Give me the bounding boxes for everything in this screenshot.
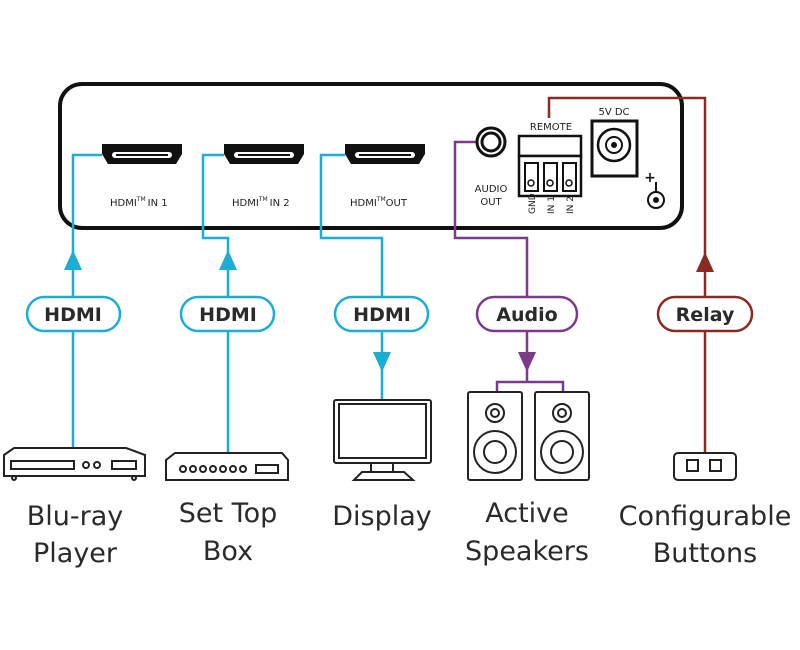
bluray-player-icon xyxy=(3,447,146,481)
hdmi-pill-3: HDMI xyxy=(333,295,430,333)
hdmi-out-port xyxy=(345,144,425,164)
svg-text:HDMI: HDMI xyxy=(199,304,257,326)
hdmi-out-label: HDMITMOUT xyxy=(350,196,408,209)
audio-out-label-2: OUT xyxy=(480,197,502,208)
svg-text:HDMI: HDMI xyxy=(353,304,411,326)
configurable-buttons-icon xyxy=(673,452,737,481)
audio-out-label-1: AUDIO xyxy=(475,184,508,195)
remote-pin-in1: IN 1 xyxy=(547,196,557,214)
audio-out-jack xyxy=(475,126,507,158)
remote-pin-in2: IN 2 xyxy=(566,196,576,214)
power-label: 5V DC xyxy=(598,107,629,118)
speakers-label-1: Active xyxy=(485,498,569,529)
bluray-label-2: Player xyxy=(33,538,118,569)
hdmi-in1-port xyxy=(102,144,182,164)
audio-cable xyxy=(453,140,565,392)
remote-label: REMOTE xyxy=(530,122,572,133)
hdmi-cable-out xyxy=(319,153,391,400)
speakers-icon xyxy=(467,391,590,481)
display-label: Display xyxy=(332,501,432,532)
speakers-label-2: Speakers xyxy=(465,536,589,567)
svg-text:HDMI: HDMI xyxy=(44,304,102,326)
power-jack xyxy=(590,119,639,178)
set-top-box-label-2: Box xyxy=(203,536,253,567)
hdmi-pill-2: HDMI xyxy=(179,295,276,333)
svg-text:Audio: Audio xyxy=(496,304,557,326)
svg-text:Relay: Relay xyxy=(676,304,735,326)
set-top-box-icon xyxy=(165,452,289,481)
remote-pin-gnd: GND xyxy=(528,193,538,214)
display-icon xyxy=(333,399,432,481)
relay-cable xyxy=(547,96,714,455)
remote-terminal-block xyxy=(517,134,583,198)
buttons-label-1: Configurable xyxy=(619,501,792,532)
set-top-box-label-1: Set Top xyxy=(179,498,277,529)
buttons-label-2: Buttons xyxy=(653,538,758,569)
power-polarity-icon xyxy=(647,182,665,209)
relay-pill: Relay xyxy=(656,295,754,333)
power-polarity-plus: + xyxy=(644,170,656,186)
bluray-label-1: Blu-ray xyxy=(27,501,124,532)
hdmi-pill-1: HDMI xyxy=(25,295,122,333)
hdmi-in2-port xyxy=(224,144,304,164)
audio-pill: Audio xyxy=(475,295,579,333)
